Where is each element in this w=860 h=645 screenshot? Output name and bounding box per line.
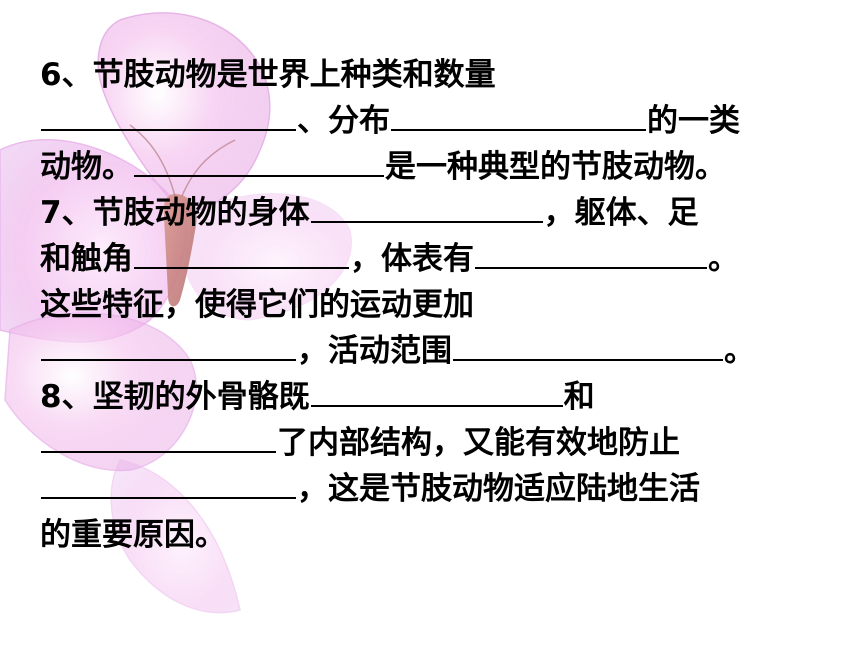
line-1-text: 6、节肢动物是世界上种类和数量 xyxy=(40,57,496,93)
line-8-text-b: 和 xyxy=(563,379,595,415)
line-4-text-a: 7、节肢动物的身体 xyxy=(40,195,310,231)
text-line-7: ，活动范围 。 xyxy=(40,328,840,374)
blank-10 xyxy=(41,423,276,453)
line-9-text-b: 了内部结构，又能有效地防止 xyxy=(277,425,680,461)
blank-8 xyxy=(453,331,723,361)
text-line-11: 的重要原因。 xyxy=(40,512,840,558)
text-line-5: 和触角 ，体表有 。 xyxy=(40,236,840,282)
blank-6 xyxy=(475,239,707,269)
blank-4 xyxy=(310,193,543,223)
text-line-4: 7、节肢动物的身体 ，躯体、足 xyxy=(40,190,840,236)
line-10-text-b: ，这是节肢动物适应陆地生活 xyxy=(297,471,700,507)
blank-3 xyxy=(134,147,384,177)
line-8-text-a: 8、坚韧的外骨骼既 xyxy=(40,379,310,415)
line-5-text-c: 。 xyxy=(708,241,739,277)
text-line-1: 6、节肢动物是世界上种类和数量 xyxy=(40,52,840,98)
text-line-2: 、分布 的一类 xyxy=(40,98,840,144)
blank-11 xyxy=(41,469,296,499)
line-7-text-c: 。 xyxy=(724,333,755,369)
line-7-text-b: ，活动范围 xyxy=(297,333,452,369)
line-2-text-b: 、分布 xyxy=(297,103,390,139)
blank-7 xyxy=(41,331,296,361)
line-2-text-c: 的一类 xyxy=(647,103,740,139)
worksheet-text: 6、节肢动物是世界上种类和数量 、分布 的一类 动物。 是一种典型的节肢动物。 7、… xyxy=(40,52,840,558)
blank-9 xyxy=(310,377,563,407)
line-5-text-a: 和触角 xyxy=(40,241,133,277)
text-line-10: ，这是节肢动物适应陆地生活 xyxy=(40,466,840,512)
blank-2 xyxy=(391,101,646,131)
text-line-9: 了内部结构，又能有效地防止 xyxy=(40,420,840,466)
blank-5 xyxy=(134,239,349,269)
text-line-8: 8、坚韧的外骨骼既 和 xyxy=(40,374,840,420)
blank-1 xyxy=(41,101,296,131)
line-4-text-b: ，躯体、足 xyxy=(543,195,699,231)
line-11-text: 的重要原因。 xyxy=(40,517,226,553)
line-3-text-a: 动物。 xyxy=(40,149,133,185)
line-5-text-b: ，体表有 xyxy=(350,241,474,277)
line-6-text: 这些特征，使得它们的运动更加 xyxy=(40,287,474,323)
text-line-6: 这些特征，使得它们的运动更加 xyxy=(40,282,840,328)
text-line-3: 动物。 是一种典型的节肢动物。 xyxy=(40,144,840,190)
line-3-text-b: 是一种典型的节肢动物。 xyxy=(385,149,726,185)
